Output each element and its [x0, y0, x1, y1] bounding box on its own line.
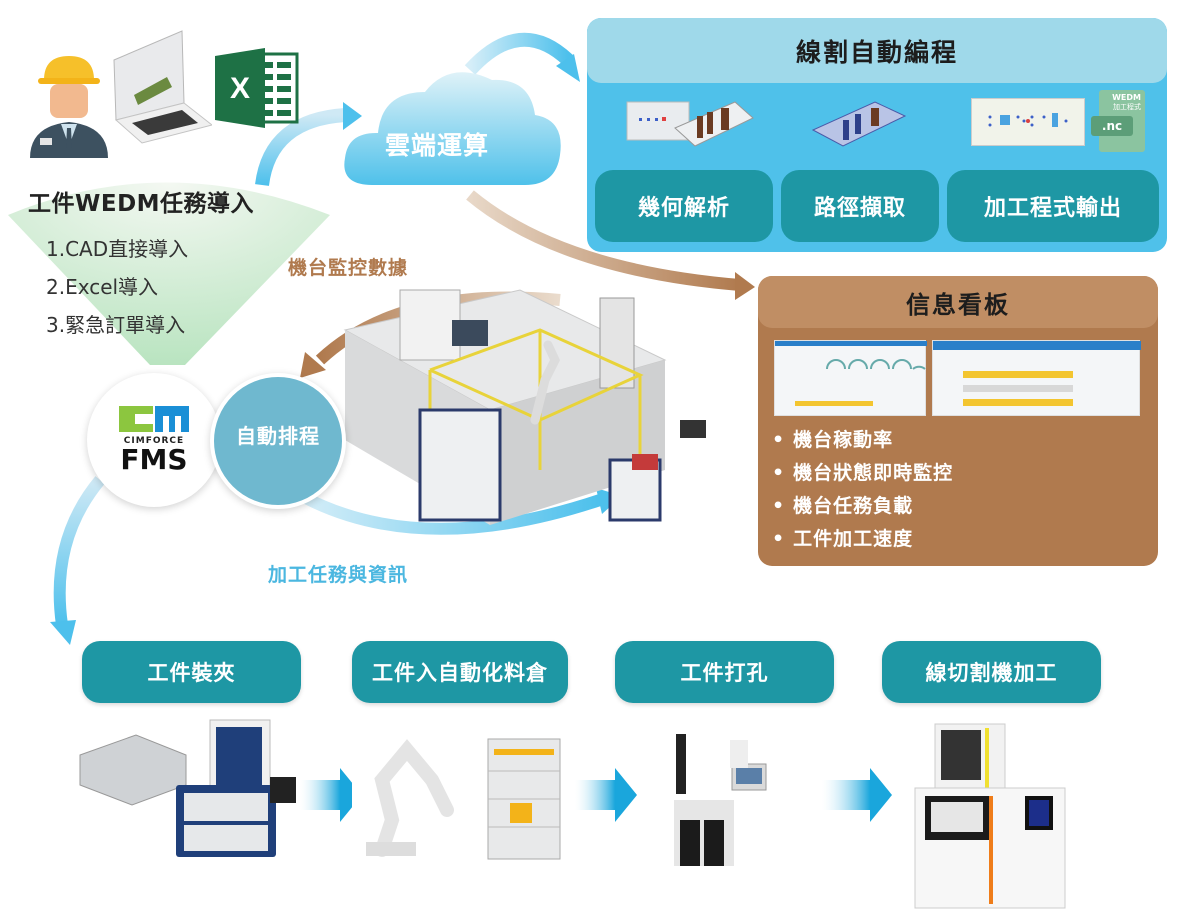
- process-step-drilling[interactable]: 工件打孔: [615, 641, 834, 703]
- storage-rack-image: [484, 735, 564, 863]
- clamping-station-image: [76, 715, 296, 865]
- wire-edm-machine-image: [895, 718, 1075, 913]
- nc-file-line2: 加工程式: [1113, 103, 1141, 111]
- process-step-wire-edm[interactable]: 線切割機加工: [882, 641, 1101, 703]
- nc-output-image: [971, 98, 1085, 146]
- step-nc-output[interactable]: 加工程式輸出: [947, 170, 1159, 242]
- arrow-cloud-to-panel: [464, 32, 573, 75]
- process-step-clamping[interactable]: 工件裝夾: [82, 641, 301, 703]
- dashboard-title: 信息看板: [758, 276, 1158, 328]
- robot-arm-image: [352, 730, 464, 860]
- engineer-icon: [26, 50, 112, 158]
- auto-scheduling-circle: 自動排程: [210, 373, 346, 509]
- feature-item: 工件加工速度: [772, 523, 953, 556]
- arrow-to-cloud: [255, 108, 346, 187]
- dashboard-screenshot-gauges: [774, 340, 927, 416]
- cloud-label: 雲端運算: [385, 131, 490, 160]
- cloud-shape: [344, 72, 561, 185]
- svg-text:X: X: [230, 72, 250, 105]
- arrow-head: [300, 352, 326, 378]
- arrow-head: [343, 102, 362, 130]
- process-step-storage[interactable]: 工件入自動化料倉: [352, 641, 568, 703]
- arrow-cloud-to-dashboard: [466, 190, 741, 291]
- step-geometry-analysis[interactable]: 幾何解析: [595, 170, 773, 242]
- arrow-head: [556, 54, 580, 82]
- excel-icon: X: [215, 48, 299, 128]
- drilling-machine-image: [670, 730, 770, 870]
- intro-item: 2.Excel導入: [46, 275, 159, 299]
- intro-item: 3.緊急訂單導入: [46, 313, 186, 337]
- programming-title: 線割自動編程: [587, 18, 1167, 83]
- fms-cell-illustration: [343, 289, 706, 525]
- funnel-shape: [8, 182, 330, 365]
- nc-file-ext: .nc: [1091, 116, 1133, 136]
- brand-small: CIMFORCE: [123, 436, 185, 446]
- cad-geometry-image: [625, 98, 755, 148]
- nc-file-line1: WEDM: [1112, 93, 1141, 102]
- arrow-head: [50, 620, 76, 645]
- arrow-head: [735, 272, 755, 300]
- process-arrows: [300, 768, 892, 822]
- arrow-fms-to-cell: [297, 489, 602, 535]
- task-info-label: 加工任務與資訊: [268, 564, 409, 586]
- monitoring-data-label: 機台監控數據: [288, 257, 409, 279]
- path-extraction-image: [809, 98, 909, 150]
- intro-item: 1.CAD直接導入: [46, 237, 189, 261]
- cim-logo-icon: [119, 406, 189, 432]
- dashboard-screenshot-load: [932, 340, 1141, 416]
- programming-steps: 幾何解析 路徑擷取 加工程式輸出: [595, 170, 1159, 242]
- dashboard-features: 機台稼動率 機台狀態即時監控 機台任務負載 工件加工速度: [772, 424, 953, 556]
- intro-title: 工件WEDM任務導入: [28, 191, 255, 217]
- laptop-cad-icon: [112, 25, 214, 145]
- feature-item: 機台任務負載: [772, 490, 953, 523]
- step-path-extraction[interactable]: 路徑擷取: [781, 170, 939, 242]
- feature-item: 機台稼動率: [772, 424, 953, 457]
- cimforce-fms-logo: CIMFORCE FMS: [87, 373, 221, 507]
- intro-list: 1.CAD直接導入 2.Excel導入 3.緊急訂單導入: [46, 230, 188, 344]
- arrow-fms-to-process: [53, 476, 105, 626]
- brand-large: FMS: [120, 443, 188, 476]
- programming-panel: 線割自動編程 WEDM 加工程式 .nc 幾何解析 路徑擷取 加工程式輸出: [587, 18, 1167, 252]
- feature-item: 機台狀態即時監控: [772, 457, 953, 490]
- nc-file-icon: WEDM 加工程式 .nc: [1091, 90, 1145, 152]
- dashboard-panel: 信息看板 機台稼動率 機台狀態即時監控 機台任務負載 工件加工速度: [758, 276, 1158, 566]
